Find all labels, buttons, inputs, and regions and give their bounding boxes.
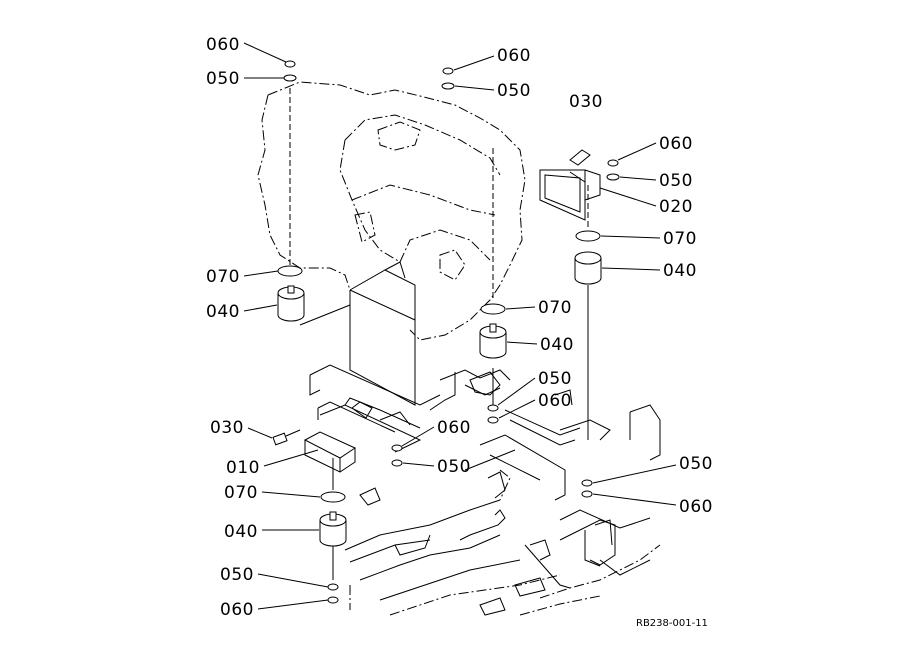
- callout-label: 040: [206, 302, 240, 322]
- callout-label: 020: [659, 197, 693, 217]
- nut-060-b2: [327, 596, 339, 604]
- nut-060-m: [487, 416, 499, 424]
- callout-label: 060: [220, 600, 254, 620]
- callout-label: 050: [206, 69, 240, 89]
- callout-label: 060: [437, 418, 471, 438]
- nut-060-a: [284, 60, 296, 68]
- washer-050-r: [581, 479, 593, 487]
- nut-060-lm: [391, 444, 403, 452]
- washer-070-b: [320, 491, 346, 503]
- callout-label: 030: [569, 92, 603, 112]
- alignment-lines: [289, 88, 589, 580]
- callout-label: 010: [226, 458, 260, 478]
- callout-label: 050: [437, 457, 471, 477]
- washer-050-c: [606, 173, 620, 181]
- chassis-frame: [309, 364, 661, 616]
- callout-label: 060: [206, 35, 240, 55]
- callout-labels: 060 050 060 050 030 060 050 020 070 040 …: [206, 35, 713, 629]
- washer-070-m: [480, 303, 506, 315]
- washer-050-lm: [391, 459, 403, 467]
- washer-050-m: [487, 404, 499, 412]
- engine-bracket-block: [299, 261, 416, 406]
- callout-label: 070: [663, 229, 697, 249]
- mount-040-l: [277, 293, 305, 322]
- washer-050-b: [441, 82, 455, 90]
- mount-040-b: [319, 520, 347, 547]
- callout-label: 050: [220, 565, 254, 585]
- washer-070-l: [277, 265, 303, 277]
- reference-code: RB238-001-11: [636, 618, 708, 629]
- callout-label: 040: [224, 522, 258, 542]
- callout-label: 050: [538, 369, 572, 389]
- leader-lines: [243, 42, 677, 610]
- callout-label: 050: [679, 454, 713, 474]
- callout-label: 050: [497, 81, 531, 101]
- callout-label: 060: [538, 391, 572, 411]
- washer-050-a: [283, 74, 297, 82]
- callout-label: 030: [210, 418, 244, 438]
- callout-label: 070: [224, 483, 258, 503]
- callout-label: 040: [540, 335, 574, 355]
- nut-060-c: [607, 159, 619, 167]
- callout-label: 070: [538, 298, 572, 318]
- washer-070-r: [575, 230, 601, 242]
- engine-outline: [257, 81, 526, 341]
- left-mount-bracket: [272, 401, 396, 473]
- callout-label: 060: [679, 497, 713, 517]
- callout-label: 040: [663, 261, 697, 281]
- nut-060-b: [442, 67, 454, 75]
- mount-040-r: [574, 258, 602, 285]
- washer-050-b2: [327, 583, 339, 591]
- right-mount-bracket: [539, 149, 601, 221]
- callout-label: 070: [206, 267, 240, 287]
- hardware: [277, 60, 620, 604]
- callout-label: 050: [659, 171, 693, 191]
- nut-060-r: [581, 490, 593, 498]
- callout-label: 060: [659, 134, 693, 154]
- mount-040-m: [479, 332, 507, 359]
- callout-label: 060: [497, 46, 531, 66]
